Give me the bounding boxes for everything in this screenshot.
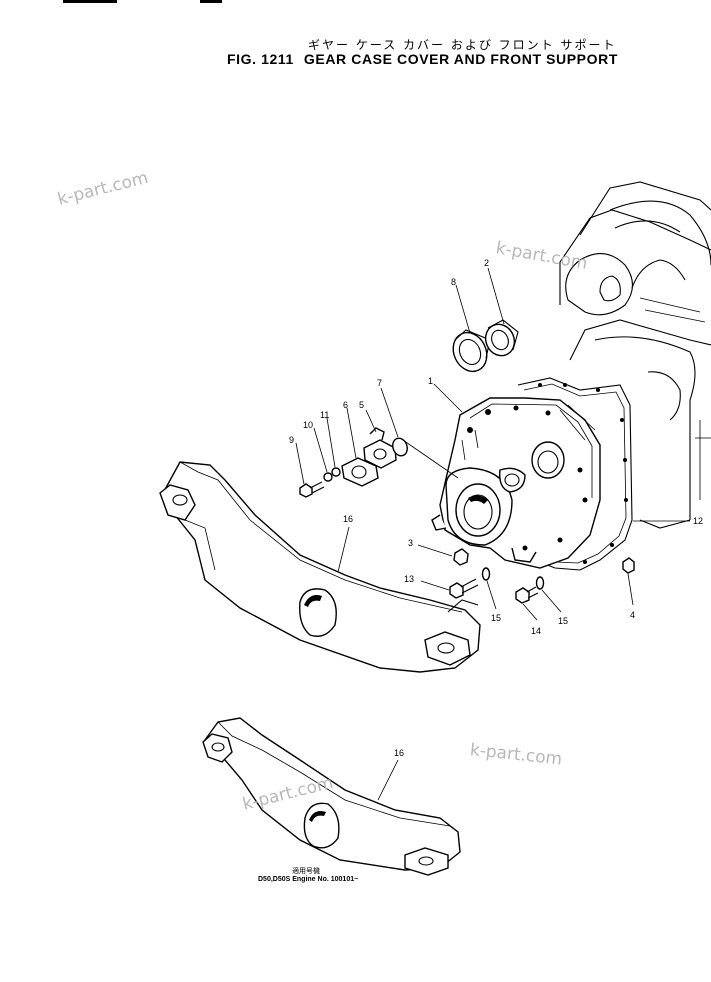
callout-5: 5	[359, 400, 364, 410]
washer-15a	[481, 567, 491, 581]
callout-1: 1	[428, 376, 433, 386]
callout-14: 14	[531, 626, 541, 636]
callout-15b: 15	[558, 616, 568, 626]
callout-16a: 16	[343, 514, 353, 524]
applicability-note-english: D50,D50S Engine No. 100101~	[258, 876, 359, 883]
oil-seal-8	[452, 329, 491, 373]
callout-4: 4	[630, 610, 635, 620]
bolt-14	[515, 586, 539, 604]
gasket-outline	[517, 377, 633, 571]
bolt-4	[622, 557, 635, 574]
plug-3	[453, 548, 469, 566]
front-support-upper	[159, 461, 481, 673]
bolt-13	[449, 578, 479, 599]
front-support-lower	[202, 717, 461, 876]
callout-labels: 1 2 3 4 5 6 7 8 9 10 11 12 13 14 15 15 1…	[289, 258, 703, 758]
leader-lines	[295, 267, 690, 801]
gasket-5	[363, 427, 397, 469]
figure-title: FIG. 1211 GEAR CASE COVER AND FRONT SUPPO…	[227, 51, 618, 67]
callout-15a: 15	[491, 613, 501, 623]
applicability-note-japanese: 適用号機	[292, 867, 320, 875]
gear-case-cover	[431, 397, 601, 569]
engine-block-outline	[559, 181, 711, 529]
callout-9: 9	[289, 435, 294, 445]
top-rule-left	[63, 0, 117, 3]
callout-8: 8	[451, 277, 456, 287]
callout-11: 11	[320, 410, 329, 420]
figure-title-english: GEAR CASE COVER AND FRONT SUPPORT	[303, 51, 618, 67]
figure-number: FIG. 1211	[227, 51, 294, 67]
bolt-9	[299, 481, 325, 498]
callout-13: 13	[404, 574, 414, 584]
callout-16b: 16	[394, 748, 404, 758]
callout-2: 2	[484, 258, 489, 268]
top-rule-right	[200, 0, 222, 3]
callout-6: 6	[343, 400, 348, 410]
callout-3: 3	[408, 538, 413, 548]
callout-10: 10	[303, 420, 313, 430]
title-japanese: ギヤー ケース カバー および フロント サポート	[308, 38, 617, 52]
washer-15b	[535, 576, 545, 590]
washer-11	[331, 467, 341, 477]
oil-seal-2	[484, 319, 519, 357]
o-ring-7	[392, 437, 408, 457]
callout-7: 7	[377, 378, 382, 388]
cover-plate-6	[341, 457, 379, 487]
washer-10	[323, 472, 333, 482]
callout-12: 12	[693, 516, 703, 526]
